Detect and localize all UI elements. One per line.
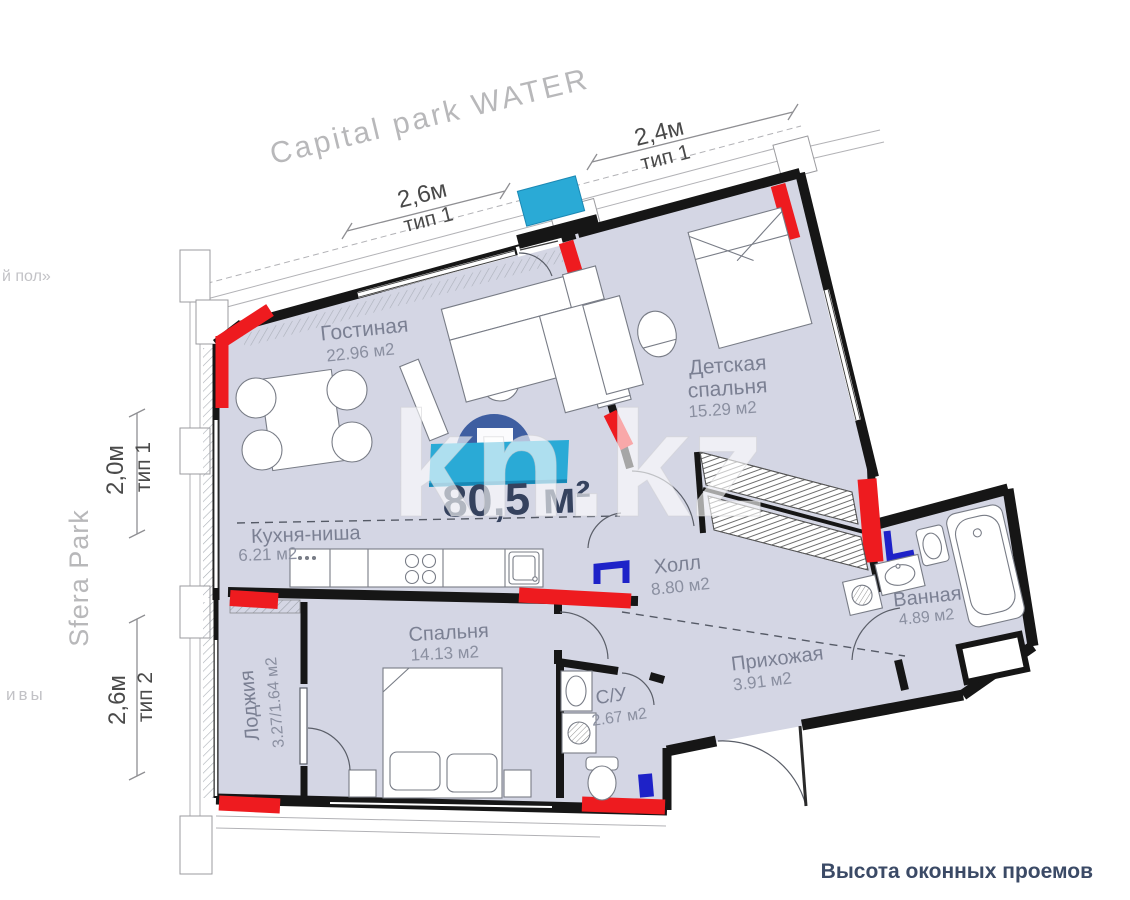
apartment-floor xyxy=(216,172,1034,812)
stove-burner xyxy=(421,569,437,585)
room-labels: Гостиная 22.96 м2 Детская спальня 15.29 … xyxy=(236,313,963,748)
stove-burner xyxy=(404,553,420,569)
chair xyxy=(241,429,283,471)
edge-fragment-top: й пол» xyxy=(2,268,51,285)
tv-stand xyxy=(399,358,449,442)
watermark-left: Sfera Park xyxy=(64,509,94,647)
insulation-hatch xyxy=(203,249,564,798)
facade-piers xyxy=(179,135,818,875)
chair xyxy=(331,421,373,463)
dim-left-lower-type: тип 2 xyxy=(134,672,157,722)
room-area-child: 15.29 м2 xyxy=(688,398,758,422)
bathtub xyxy=(946,504,1025,628)
edge-fragment-bottom: ивы xyxy=(6,685,46,704)
balcony-accent xyxy=(516,175,586,227)
pillow xyxy=(389,751,441,791)
watermark-top: Capital park WATER xyxy=(267,63,593,172)
nightstand xyxy=(348,769,377,798)
desk xyxy=(582,294,644,396)
zone-dashes xyxy=(236,515,906,657)
room-label-bedroom: Спальня xyxy=(408,620,489,646)
logo-notch xyxy=(477,428,513,443)
room-area-bedroom: 14.13 м2 xyxy=(410,642,479,665)
watermark-logo-knkz: kn.kz xyxy=(390,380,765,548)
nightstand xyxy=(503,769,532,798)
room-label-child-1: Детская xyxy=(688,351,767,379)
child-bed xyxy=(687,206,813,350)
room-label-child-2: спальня xyxy=(687,374,768,403)
blue-plumbing-segments xyxy=(593,530,915,798)
room-area-bath: 4.89 м2 xyxy=(898,606,955,629)
room-area-kitchen: 6.21 м2 xyxy=(238,544,298,565)
desk-chair xyxy=(637,310,677,358)
total-area-label: 80,5 м² xyxy=(442,471,592,527)
kn-logo xyxy=(428,414,569,487)
logo-band xyxy=(429,440,569,487)
footer-note: Высота оконных проемов xyxy=(821,860,1093,883)
chair xyxy=(326,369,368,411)
room-label-hall: Холл xyxy=(653,552,702,579)
facade-exterior xyxy=(189,125,885,874)
wardrobes xyxy=(699,451,869,571)
dim-left-upper-type: тип 1 xyxy=(132,442,155,492)
bath-sink xyxy=(915,524,950,567)
pillow xyxy=(446,753,498,793)
stove-burner xyxy=(421,553,437,569)
dimension-lines xyxy=(128,103,799,781)
doors xyxy=(299,252,901,807)
room-label-kitchen: Кухня-ниша xyxy=(251,522,362,548)
dim-left-lower-length: 2,6м xyxy=(104,675,131,725)
bath-niche xyxy=(955,630,1031,686)
furniture xyxy=(235,206,1031,801)
dim-left-upper-length: 2,0м xyxy=(102,445,129,495)
washing-machine xyxy=(841,574,884,617)
chair xyxy=(235,377,277,419)
toilet xyxy=(587,765,617,801)
red-wall-segments xyxy=(215,182,884,815)
stove-burner xyxy=(404,569,420,585)
room-label-wc: С/У xyxy=(594,684,629,709)
bath-vanity xyxy=(874,553,926,597)
